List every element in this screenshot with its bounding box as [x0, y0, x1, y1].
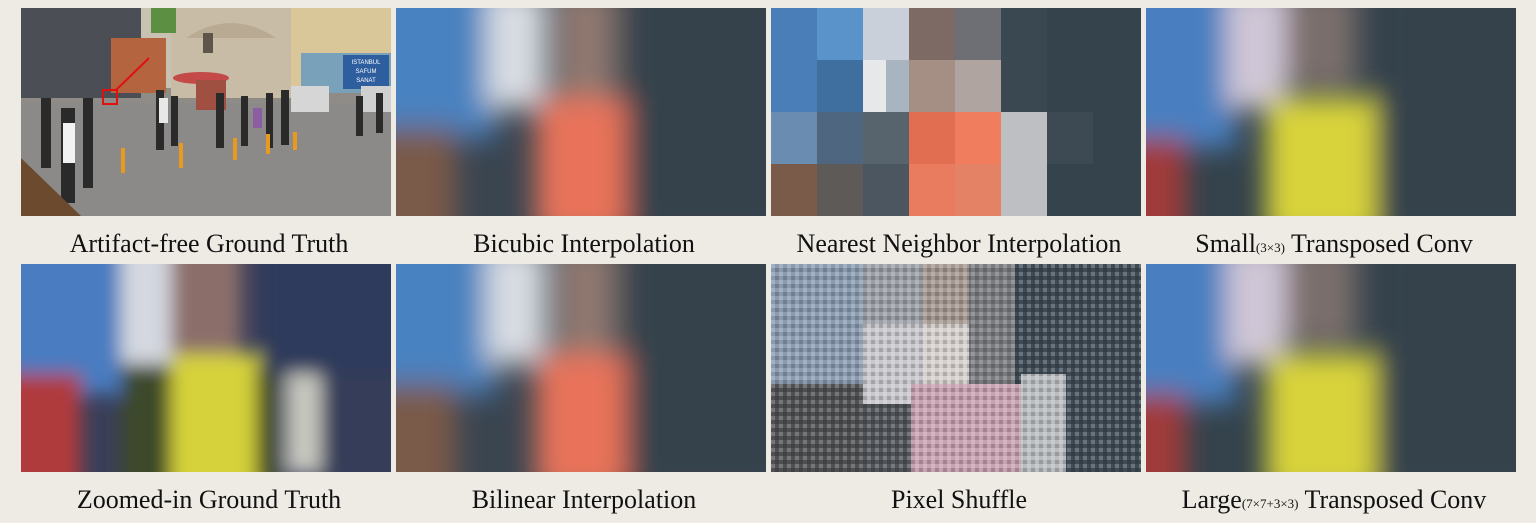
- sign-board: [343, 55, 389, 89]
- panel-large-transposed-conv: [1146, 264, 1516, 472]
- panel-bicubic-interpolation: [396, 8, 766, 216]
- caption-zoomed-in-ground-truth: Zoomed-in Ground Truth: [76, 485, 342, 514]
- caption-small-transposed-conv: Small(3×3) Transposed Conv: [1146, 229, 1522, 263]
- street-scene-image: ISTANBUL SAFUM SANAT: [21, 8, 391, 216]
- caption-small-subscript: (3×3): [1255, 240, 1285, 255]
- panel-artifact-free-ground-truth: ISTANBUL SAFUM SANAT: [21, 8, 391, 216]
- zoomed-ground-truth-image: [21, 264, 391, 472]
- pixel-shuffle-image: [771, 264, 1141, 472]
- panel-nearest-neighbor-interpolation: [771, 8, 1141, 216]
- panel-pixel-shuffle: [771, 264, 1141, 472]
- panel-bilinear-interpolation: [396, 264, 766, 472]
- highlight-box: [102, 89, 118, 105]
- bicubic-upsampled-image: [396, 8, 766, 216]
- caption-large-main: Large: [1181, 485, 1242, 514]
- panel-zoomed-in-ground-truth: [21, 264, 391, 472]
- small-transposed-conv-image: [1146, 8, 1516, 216]
- caption-pixel-shuffle: Pixel Shuffle: [890, 485, 1028, 514]
- sign-text-3: SANAT: [356, 78, 376, 84]
- caption-bicubic-interpolation: Bicubic Interpolation: [473, 229, 695, 258]
- caption-small-tail: Transposed Conv: [1284, 229, 1473, 258]
- caption-large-subscript: (7×7+3×3): [1241, 496, 1299, 511]
- caption-bilinear-interpolation: Bilinear Interpolation: [471, 485, 697, 514]
- bilinear-upsampled-image: [396, 264, 766, 472]
- caption-artifact-free-ground-truth: Artifact-free Ground Truth: [69, 229, 349, 258]
- caption-small-main: Small: [1195, 229, 1256, 258]
- caption-large-tail: Transposed Conv: [1298, 485, 1487, 514]
- sign-text-2: SAFUM: [356, 69, 377, 75]
- caption-large-transposed-conv: Large(7×7+3×3) Transposed Conv: [1146, 485, 1522, 519]
- caption-nearest-neighbor-interpolation: Nearest Neighbor Interpolation: [796, 229, 1122, 258]
- sign-text-1: ISTANBUL: [352, 60, 382, 66]
- nearest-neighbor-upsampled-image: [771, 8, 1141, 216]
- panel-small-transposed-conv: [1146, 8, 1516, 216]
- large-transposed-conv-image: [1146, 264, 1516, 472]
